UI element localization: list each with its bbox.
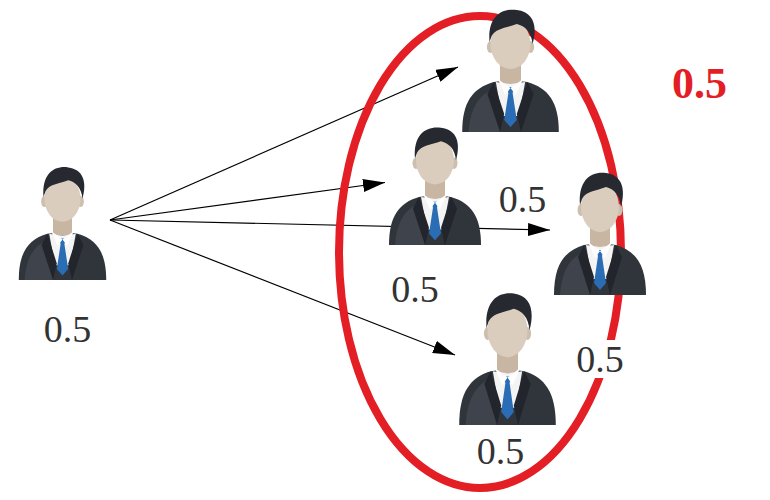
label-slot: 0.5 bbox=[42, 310, 94, 348]
person-icon bbox=[385, 120, 485, 245]
group-value: 0.5 bbox=[670, 62, 729, 106]
person-icon bbox=[455, 285, 560, 425]
person-node: 0.5 bbox=[458, 2, 563, 218]
arrow-connector bbox=[110, 220, 550, 230]
label-slot: 0.5 bbox=[574, 340, 626, 378]
person-node: 0.5 bbox=[385, 120, 485, 308]
label-slot: 0.5 bbox=[389, 270, 441, 308]
person-value: 0.5 bbox=[475, 432, 527, 470]
person-node: 0.5 bbox=[15, 160, 110, 348]
person-icon bbox=[15, 160, 110, 280]
person-value: 0.5 bbox=[389, 270, 441, 308]
person-node: 0.5 bbox=[455, 285, 560, 470]
group-ellipse: 0.50.50.50.50.5 bbox=[335, 12, 625, 492]
arrow-connector bbox=[110, 67, 458, 220]
label-slot: 0.5 bbox=[475, 432, 527, 470]
person-value: 0.5 bbox=[42, 310, 94, 348]
person-value: 0.5 bbox=[497, 180, 549, 218]
person-value: 0.5 bbox=[574, 340, 626, 378]
person-icon bbox=[550, 165, 650, 295]
label-slot: 0.5 bbox=[497, 180, 549, 218]
person-node: 0.5 bbox=[550, 165, 650, 378]
label-slot: 0.5 bbox=[670, 62, 729, 106]
person-icon bbox=[458, 2, 563, 132]
